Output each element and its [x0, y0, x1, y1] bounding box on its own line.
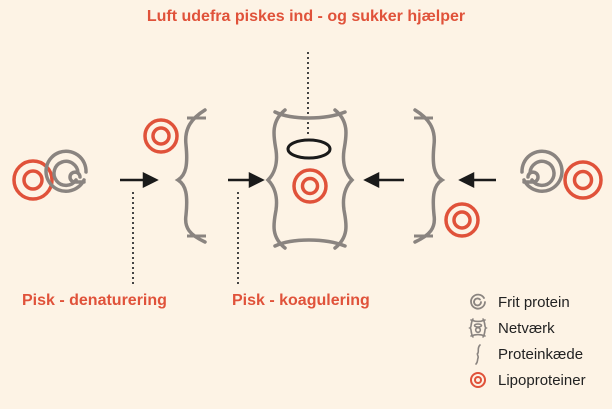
legend-item-network: Netværk [466, 316, 555, 340]
label-coagulation: Pisk - koagulering [232, 292, 370, 309]
network-center [265, 108, 355, 250]
legend-item-protein-chain: Proteinkæde [466, 342, 583, 366]
legend-label: Lipoproteiner [498, 371, 586, 389]
protein-chain-right [413, 108, 446, 244]
air-bubble [286, 138, 332, 160]
diagram-title: Luft udefra piskes ind - og sukker hjælp… [146, 8, 466, 25]
network-icon [468, 318, 488, 338]
free-protein-icon [470, 293, 486, 310]
free-protein-right [520, 149, 564, 193]
arrow-right-1 [120, 171, 159, 189]
lipoprotein-right [563, 160, 603, 200]
arrow-right-2 [228, 171, 265, 189]
legend-label: Frit protein [498, 293, 570, 311]
lipoprotein-lower [444, 202, 480, 238]
arrow-left-2 [458, 171, 496, 189]
lipoprotein-upper [143, 118, 179, 154]
free-protein-left [44, 149, 88, 193]
legend-item-lipoprotein: Lipoproteiner [466, 368, 586, 392]
protein-chain-icon [475, 344, 481, 365]
legend-label: Proteinkæde [498, 345, 584, 363]
lipoprotein-center [292, 168, 328, 204]
label-denaturation: Pisk - denaturering [22, 292, 167, 309]
protein-chain-left [174, 108, 207, 244]
legend-label: Netværk [498, 319, 555, 337]
legend-item-free-protein: Frit protein [466, 290, 570, 314]
arrow-left-1 [363, 171, 404, 189]
lipoprotein-left [12, 159, 54, 201]
lipoprotein-icon [470, 372, 486, 388]
